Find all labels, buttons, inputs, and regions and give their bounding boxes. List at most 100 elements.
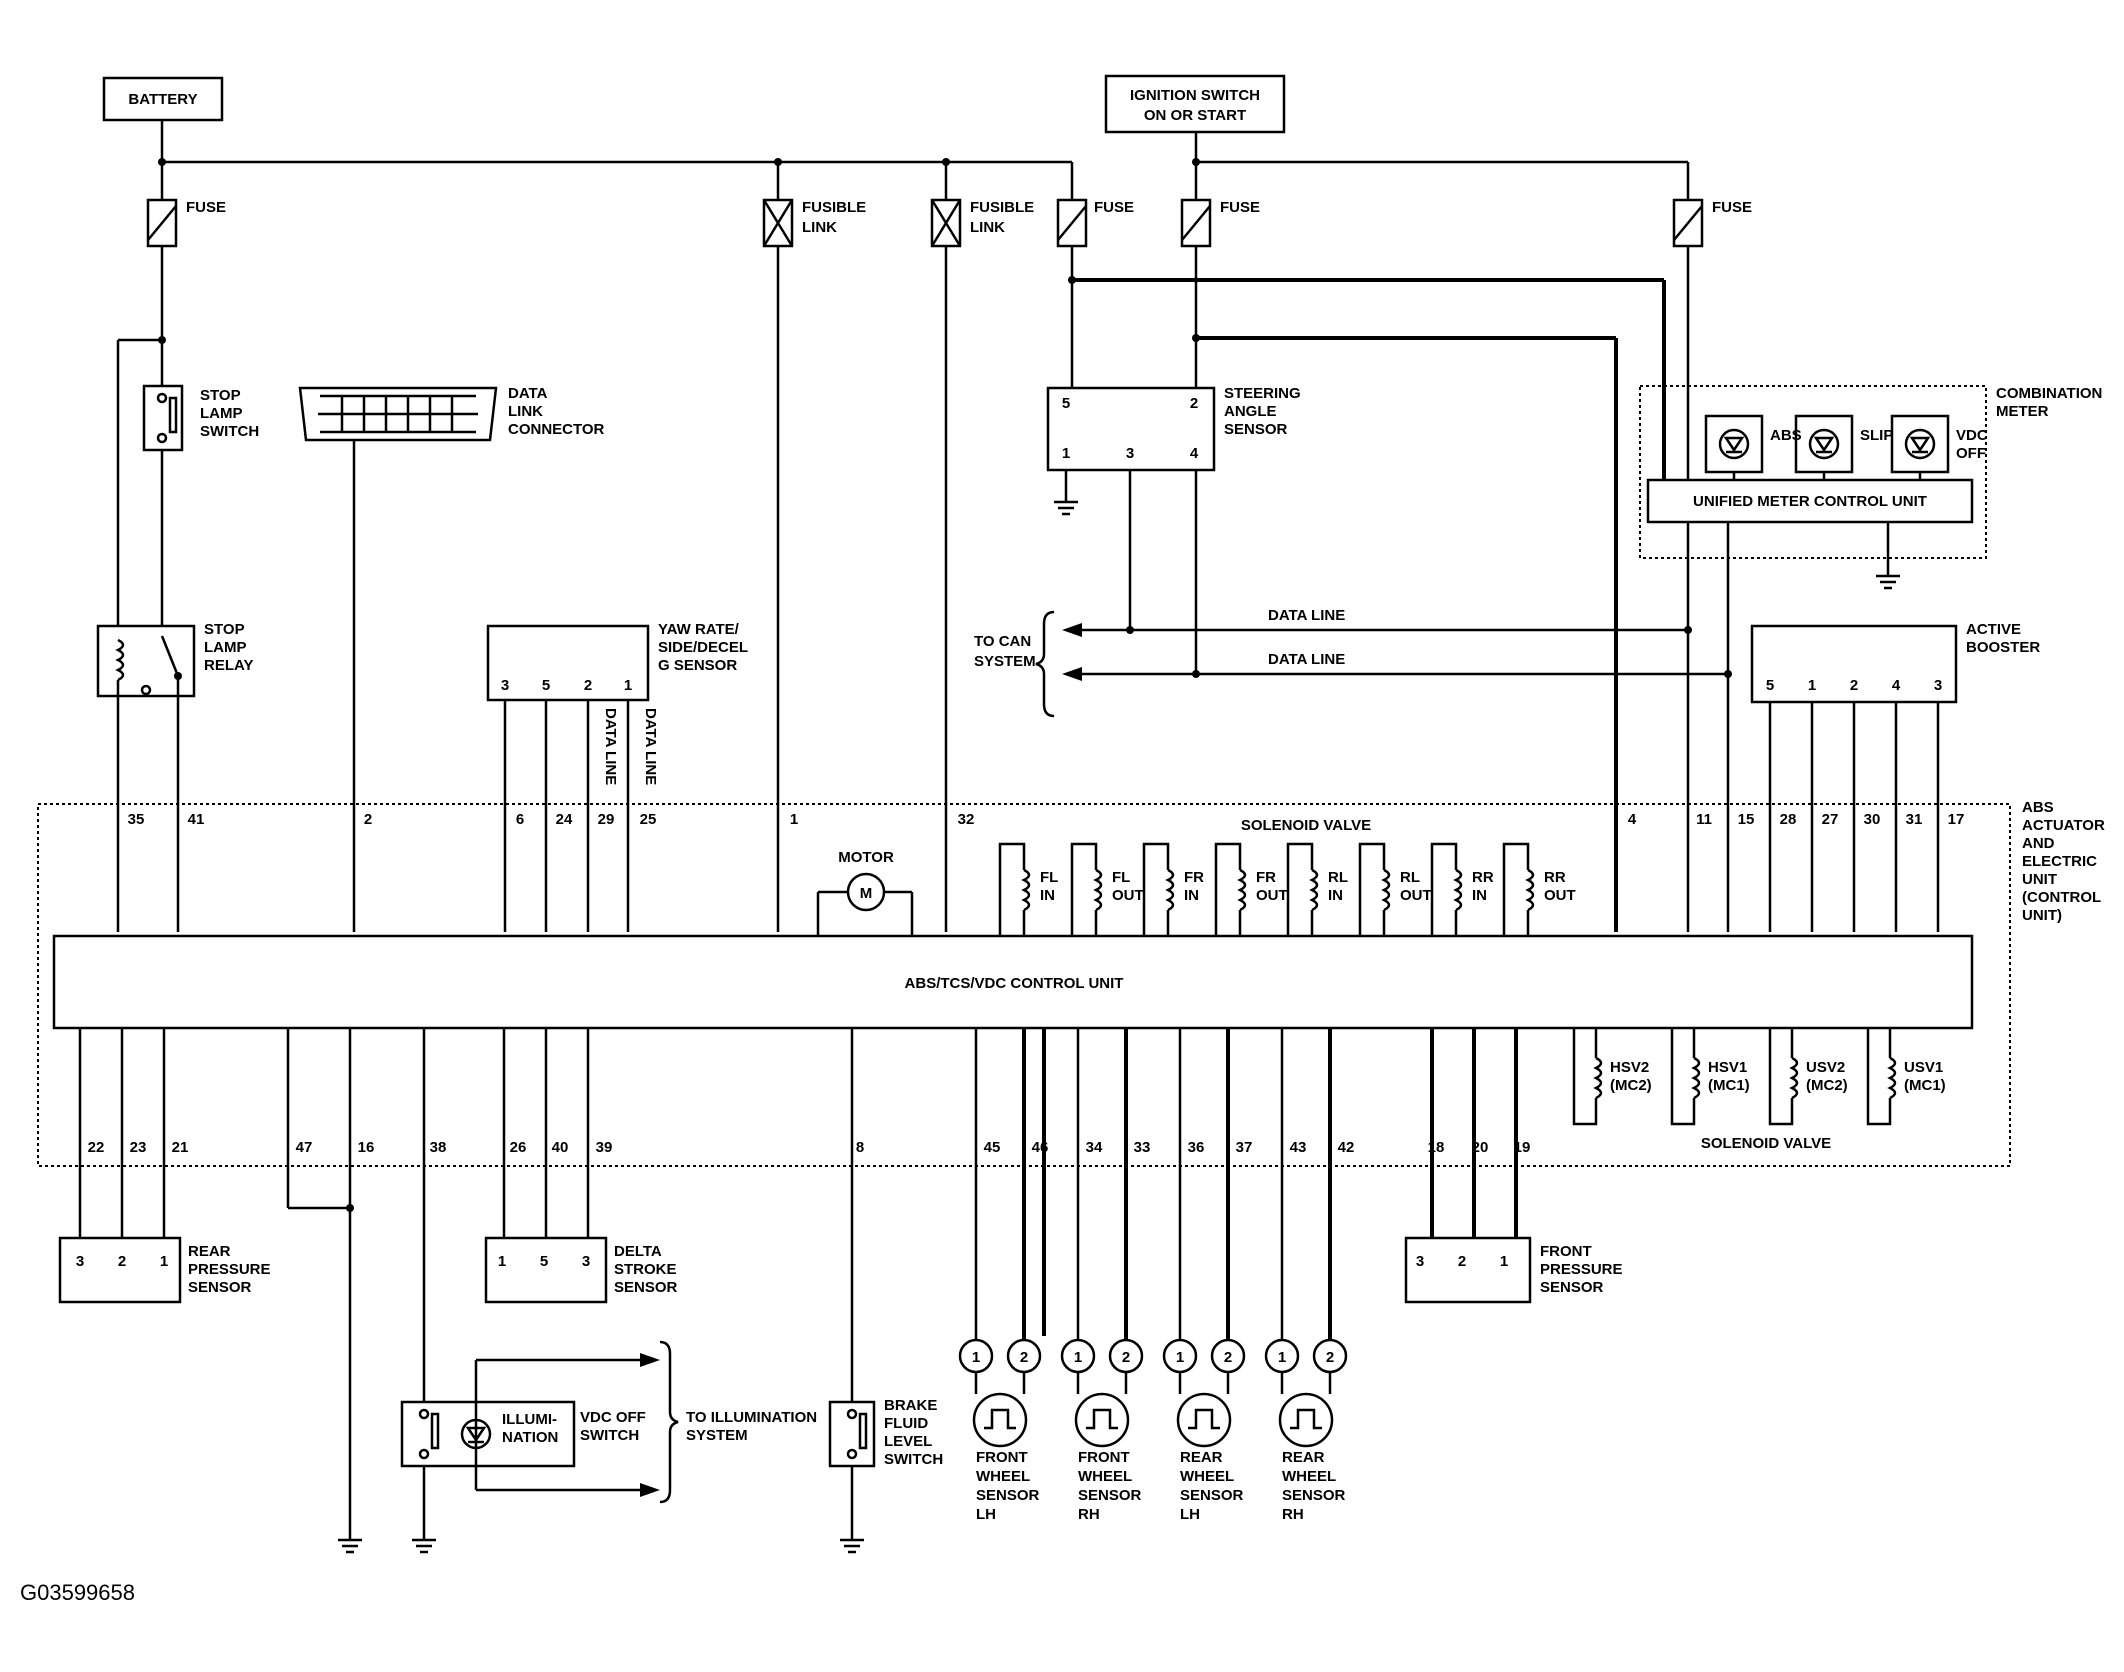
unified-meter-label: UNIFIED METER CONTROL UNIT: [1693, 493, 1927, 510]
data-link-connector: DATA LINK CONNECTOR: [298, 385, 605, 932]
booster-label-2: BOOSTER: [1966, 639, 2040, 656]
svg-text:2: 2: [1190, 395, 1198, 412]
valve-label: (MC1): [1708, 1077, 1750, 1094]
valve-label: IN: [1328, 887, 1343, 904]
yaw-label-2: SIDE/DECEL: [658, 639, 748, 656]
data-line-label-1: DATA LINE: [1268, 607, 1345, 624]
svg-text:3: 3: [1934, 677, 1942, 694]
svg-text:17: 17: [1948, 811, 1965, 828]
svg-text:AND: AND: [2022, 835, 2055, 852]
svg-text:43: 43: [1290, 1139, 1307, 1156]
svg-text:16: 16: [358, 1139, 375, 1156]
wheel-sensor-label: REAR: [1282, 1449, 1325, 1466]
svg-text:34: 34: [1086, 1139, 1103, 1156]
combo-meter-label-1: COMBINATION: [1996, 385, 2102, 402]
valve-label: (MC2): [1806, 1077, 1848, 1094]
svg-text:3: 3: [1416, 1253, 1424, 1270]
svg-text:5: 5: [1062, 395, 1070, 412]
svg-text:22: 22: [88, 1139, 105, 1156]
svg-text:26: 26: [510, 1139, 527, 1156]
svg-text:1: 1: [790, 811, 798, 828]
svg-text:1: 1: [1062, 445, 1070, 462]
wheel-sensor-label: WHEEL: [1078, 1468, 1132, 1485]
solenoid-valve: HSV1(MC1): [1670, 1028, 1750, 1126]
valve-label: RL: [1400, 869, 1420, 886]
svg-text:36: 36: [1188, 1139, 1205, 1156]
wheel-pin: 1: [1176, 1349, 1184, 1366]
valve-label: (MC1): [1904, 1077, 1946, 1094]
svg-text:37: 37: [1236, 1139, 1253, 1156]
svg-text:38: 38: [430, 1139, 447, 1156]
svg-text:PRESSURE: PRESSURE: [1540, 1261, 1623, 1278]
svg-text:31: 31: [1906, 811, 1923, 828]
solenoid-valve: USV2(MC2): [1768, 1028, 1848, 1126]
valve-label: USV1: [1904, 1059, 1943, 1076]
fusible-link-1: FUSIBLE LINK: [762, 198, 866, 248]
illumination-label-2: NATION: [502, 1429, 558, 1446]
wheel-sensor-label: FRONT: [1078, 1449, 1130, 1466]
stop-lamp-relay-label-2: LAMP: [204, 639, 247, 656]
combination-meter: UNIFIED METER CONTROL UNIT ABS SLIP VDC …: [1639, 246, 2102, 590]
valve-label: IN: [1184, 887, 1199, 904]
yaw-label-3: G SENSOR: [658, 657, 737, 674]
svg-text:41: 41: [188, 811, 205, 828]
fuse-steering: FUSE: [1056, 198, 1134, 248]
ignition-switch: IGNITION SWITCH ON OR START: [1104, 74, 1286, 134]
svg-text:UNIT): UNIT): [2022, 907, 2062, 924]
yaw-rate-sensor: 3 5 2 1 DATA LINE DATA LINE YAW RATE/ SI…: [486, 621, 748, 932]
dlc-label-3: CONNECTOR: [508, 421, 605, 438]
svg-text:45: 45: [984, 1139, 1001, 1156]
svg-text:11: 11: [1696, 811, 1712, 828]
svg-text:5: 5: [540, 1253, 548, 1270]
svg-text:5: 5: [542, 677, 550, 694]
svg-text:BRAKE: BRAKE: [884, 1397, 937, 1414]
svg-text:3: 3: [582, 1253, 590, 1270]
motor-label: MOTOR: [838, 849, 894, 866]
svg-text:32: 32: [958, 811, 975, 828]
valve-label: OUT: [1256, 887, 1288, 904]
stop-lamp-switch-label-1: STOP: [200, 387, 241, 404]
power-bus: [158, 120, 1690, 200]
fusible-link-2: FUSIBLE LINK: [930, 198, 1034, 248]
svg-text:39: 39: [596, 1139, 613, 1156]
svg-text:23: 23: [130, 1139, 147, 1156]
battery: BATTERY: [102, 76, 224, 122]
svg-text:6: 6: [516, 811, 524, 828]
svg-text:LEVEL: LEVEL: [884, 1433, 932, 1450]
valve-label: OUT: [1112, 887, 1144, 904]
steering-label-3: SENSOR: [1224, 421, 1288, 438]
wheel-sensor-label: RH: [1078, 1506, 1100, 1523]
fusible-label-1: FUSIBLE: [970, 199, 1034, 216]
svg-text:5: 5: [1766, 677, 1774, 694]
steering-label-1: STEERING: [1224, 385, 1301, 402]
valve-label: USV2: [1806, 1059, 1845, 1076]
wheel-sensor-label: WHEEL: [1180, 1468, 1234, 1485]
wheel-sensor-label: SENSOR: [976, 1487, 1040, 1504]
svg-text:UNIT: UNIT: [2022, 871, 2057, 888]
solenoid-valve-label-bottom: SOLENOID VALVE: [1701, 1135, 1831, 1152]
steering-feed: [1068, 246, 1666, 932]
valve-label: FL: [1112, 869, 1130, 886]
fusible-label-2: LINK: [970, 219, 1005, 236]
fuse-meter: FUSE: [1672, 198, 1752, 248]
svg-text:PRESSURE: PRESSURE: [188, 1261, 271, 1278]
wheel-sensor-label: REAR: [1180, 1449, 1223, 1466]
valve-label: IN: [1472, 887, 1487, 904]
vdc-off-switch: ILLUMI- NATION VDC OFF SWITCH TO ILLUMIN…: [400, 1340, 817, 1504]
svg-text:30: 30: [1864, 811, 1881, 828]
ground-symbols: [338, 1538, 864, 1554]
steering-angle-sensor: 5 2 1 3 4 STEERING ANGLE SENSOR: [1046, 385, 1301, 472]
svg-text:2: 2: [118, 1253, 126, 1270]
combo-meter-label-2: METER: [1996, 403, 2049, 420]
front-pressure-sensor: 3 2 1 FRONT PRESSURE SENSOR: [1404, 1236, 1623, 1304]
svg-text:29: 29: [598, 811, 615, 828]
svg-text:35: 35: [128, 811, 145, 828]
wheel-pin: 1: [1278, 1349, 1286, 1366]
